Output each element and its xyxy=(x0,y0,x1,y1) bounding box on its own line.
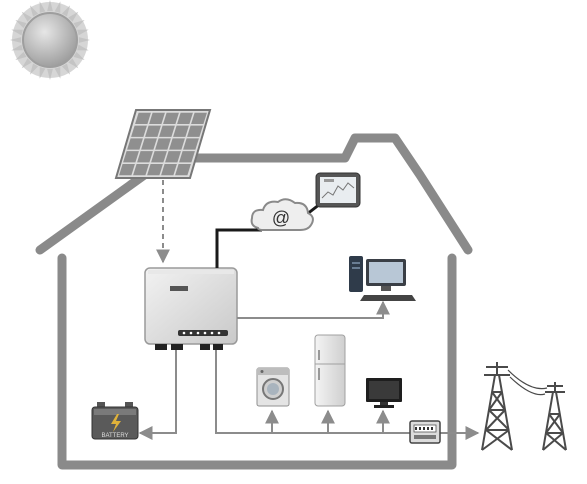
house-walls xyxy=(57,253,457,470)
panel-cell xyxy=(187,125,203,137)
computer-icon xyxy=(349,256,416,301)
sun-ray xyxy=(39,67,46,79)
panel-cell xyxy=(123,151,139,163)
meter-icon xyxy=(409,420,441,444)
sun-ray xyxy=(39,1,46,13)
panel-cell xyxy=(119,163,135,176)
sun-ray xyxy=(61,63,70,75)
sun-ray xyxy=(77,29,89,36)
cloud-icon: @ xyxy=(250,198,314,231)
house-outline xyxy=(35,133,473,255)
refrigerator-icon xyxy=(314,334,346,407)
sun-ray xyxy=(30,5,39,17)
sun-ray xyxy=(47,0,53,12)
panel-cell xyxy=(175,163,191,176)
sun-ray xyxy=(11,29,23,36)
sun-ray xyxy=(10,37,22,43)
sun-ray xyxy=(21,58,32,69)
cloud-symbol: @ xyxy=(272,208,290,228)
sun-ray xyxy=(21,11,32,22)
sun-ray xyxy=(61,5,70,17)
panel-cell xyxy=(131,125,147,137)
sun-ray xyxy=(30,63,39,75)
sun-ray xyxy=(54,67,61,79)
panel-cell xyxy=(177,112,193,125)
tablet-icon xyxy=(315,172,361,208)
sun-ray xyxy=(11,44,23,51)
sun-icon xyxy=(10,0,90,80)
panel-cell xyxy=(165,151,181,163)
panel-cell xyxy=(133,163,149,176)
sun-ray xyxy=(54,1,61,13)
battery-label: BATTERY xyxy=(101,433,128,439)
sun-ray xyxy=(77,44,89,51)
panel-cell xyxy=(161,163,177,176)
panel-cell xyxy=(135,112,151,125)
sun-ray xyxy=(68,58,79,69)
sun-ray xyxy=(47,68,53,80)
panel-cell xyxy=(179,151,195,163)
inverter-to-battery-arrow xyxy=(138,350,177,440)
ac-bus-line xyxy=(215,350,410,434)
washing-machine-icon xyxy=(256,367,290,407)
panel-cell xyxy=(127,138,143,150)
sun-ray xyxy=(78,37,90,43)
inverter-comm-line xyxy=(215,228,262,268)
solar-panel-icon xyxy=(114,109,212,179)
panel-cell xyxy=(149,112,165,125)
sun-ray xyxy=(15,51,27,60)
inverter-icon xyxy=(144,267,238,350)
power-tower-icon xyxy=(481,362,567,451)
panel-cell xyxy=(163,112,179,125)
sun-ray xyxy=(15,20,27,29)
panel-cell xyxy=(183,138,199,150)
panel-cell xyxy=(147,163,163,176)
battery-icon: BATTERY xyxy=(91,402,139,440)
panel-cell xyxy=(191,112,207,125)
panel-cell xyxy=(173,125,189,137)
panel-cell xyxy=(151,151,167,163)
sun-ray xyxy=(73,51,85,60)
panel-cell xyxy=(155,138,171,150)
sun-ray xyxy=(73,20,85,29)
panel-cell xyxy=(145,125,161,137)
panel-cell xyxy=(141,138,157,150)
panel-cell xyxy=(169,138,185,150)
tv-icon xyxy=(366,378,402,408)
panel-cell xyxy=(159,125,175,137)
panel-cell xyxy=(137,151,153,163)
sun-ray xyxy=(68,11,79,22)
inverter-to-computer-arrow xyxy=(237,300,390,319)
